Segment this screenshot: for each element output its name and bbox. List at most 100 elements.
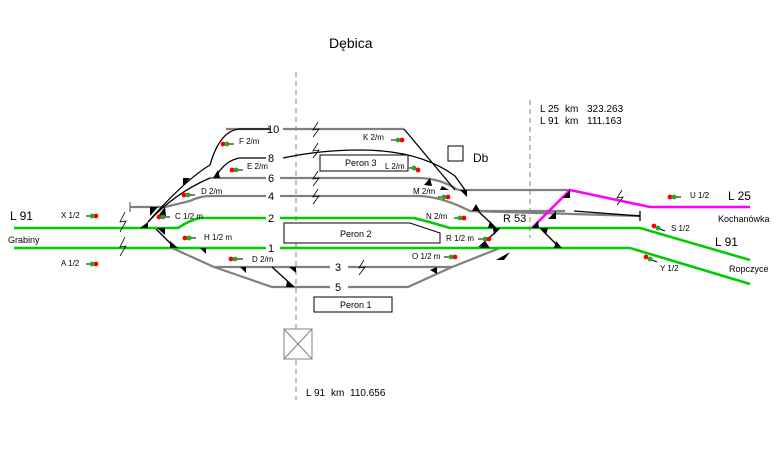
track-number-1: 1: [268, 243, 274, 255]
track-8-east-curve[interactable]: [282, 149, 466, 191]
track-number-3: 3: [335, 262, 341, 274]
track-2-right-l91[interactable]: [280, 216, 751, 262]
signal-label: E 2/m: [247, 162, 268, 171]
track-10-east-curve[interactable]: [403, 128, 456, 191]
track-number-6: 6: [268, 173, 274, 185]
signal-label: A 1/2: [61, 259, 80, 268]
signal-red-lamp-icon: [228, 256, 234, 262]
signal-r[interactable]: R 1/2 m: [446, 234, 492, 243]
signal-red-lamp-icon: [445, 194, 451, 200]
km-l25-value: 323.263: [587, 104, 624, 115]
signal-o[interactable]: O 1/2 m: [412, 252, 458, 261]
signal-s[interactable]: S 1/2: [651, 223, 691, 233]
signal-e[interactable]: E 2/m: [229, 162, 269, 173]
signal-label: L 2/m: [385, 162, 405, 171]
insulated-joint-icon: [312, 121, 320, 138]
signal-label: C 1/2 m: [175, 212, 203, 221]
signal-green-lamp-icon: [232, 256, 238, 262]
insulated-joint-icon: [119, 211, 127, 233]
frog-icon: [488, 221, 496, 228]
axis-kilometrage: L 91 km 110.656: [306, 388, 386, 399]
track-10-west-curve[interactable]: [147, 128, 270, 223]
signal-green-lamp-icon: [411, 165, 417, 171]
km-l91-line: L 91: [540, 116, 560, 127]
signal-l[interactable]: L 2/m: [385, 162, 421, 173]
signal-d-lower[interactable]: D 2/m: [228, 255, 274, 264]
signal-green-lamp-icon: [160, 214, 166, 220]
frog-icon: [563, 190, 570, 198]
track-6-right[interactable]: [280, 176, 459, 191]
frog-icon: [460, 190, 467, 197]
km-l91-value: 111.163: [587, 116, 622, 127]
signal-u[interactable]: U 1/2: [667, 191, 710, 200]
signal-x[interactable]: X 1/2: [61, 211, 99, 220]
km-axis-unit: km: [331, 388, 344, 399]
line-label-l25: L 25: [728, 189, 751, 203]
signal-green-lamp-icon: [671, 194, 677, 200]
track-number-5: 5: [335, 282, 341, 294]
destination-left: Grabiny: [8, 235, 40, 245]
insulated-joint-icon: [312, 170, 320, 187]
track-number-2: 2: [268, 213, 274, 225]
insulated-joint-icon: [616, 189, 624, 206]
track-1-right-l91[interactable]: [280, 246, 751, 286]
signal-label: S 1/2: [671, 224, 690, 233]
frog-icon: [150, 207, 158, 216]
signal-a[interactable]: A 1/2: [61, 259, 99, 268]
signal-f[interactable]: F 2/m: [220, 137, 260, 147]
track-4-left[interactable]: [164, 194, 266, 209]
signal-red-lamp-icon: [156, 214, 162, 220]
east-kilometrage: L 25 km 323.263 L 91 km 111.163: [540, 104, 624, 127]
building-icon: [447, 145, 464, 162]
signal-label: M 2/m: [413, 187, 436, 196]
building-label: Db: [473, 151, 489, 165]
insulated-joint-icon: [312, 142, 320, 159]
frog-icon: [183, 178, 190, 186]
insulated-joint-icon: [358, 259, 366, 276]
km-l91-unit: km: [565, 116, 578, 127]
frog-icon: [158, 207, 166, 216]
frog-icon: [200, 248, 206, 254]
crossover-3-5[interactable]: [271, 266, 295, 288]
frog-icon: [472, 204, 480, 211]
track-5-left[interactable]: [213, 265, 330, 289]
track-l25[interactable]: [531, 188, 750, 229]
line-label-left: L 91: [10, 209, 33, 223]
frog-icon: [289, 267, 296, 273]
line-label-l91-right: L 91: [715, 235, 738, 249]
frog-icon: [424, 178, 432, 186]
signal-k[interactable]: K 2/m: [363, 133, 405, 143]
platform-1-label: Peron 1: [340, 300, 372, 310]
frog-icon: [548, 211, 556, 219]
signal-y[interactable]: Y 1/2: [643, 254, 679, 273]
west-throat-curve[interactable]: [147, 177, 211, 223]
signal-label: N 2/m: [426, 212, 448, 221]
signal-green-lamp-icon: [441, 194, 447, 200]
signal-m[interactable]: M 2/m: [413, 187, 451, 200]
signal-label: D 2/m: [201, 187, 223, 196]
track-2-left[interactable]: [14, 216, 266, 230]
stub-track-east[interactable]: [573, 210, 641, 217]
track-3-left[interactable]: [171, 246, 330, 269]
signal-label: Y 1/2: [660, 264, 679, 273]
signal-h[interactable]: H 1/2 m: [182, 233, 233, 242]
signal-red-lamp-icon: [486, 236, 492, 242]
signal-label: D 2/m: [252, 255, 274, 264]
frog-icon: [430, 267, 437, 274]
signal-label: U 1/2: [690, 191, 710, 200]
destination-ropczyce: Ropczyce: [729, 264, 769, 274]
track-5-right[interactable]: [348, 265, 453, 289]
signal-green-lamp-icon: [655, 225, 661, 231]
signal-n[interactable]: N 2/m: [426, 212, 467, 221]
signal-d-west[interactable]: D 2/m: [181, 187, 223, 198]
signal-red-lamp-icon: [93, 213, 99, 219]
track-number-10: 10: [267, 124, 279, 136]
signal-red-lamp-icon: [667, 194, 673, 200]
frog-icon: [493, 228, 500, 235]
signal-red-lamp-icon: [229, 167, 235, 173]
signal-red-lamp-icon: [182, 235, 188, 241]
signal-c[interactable]: C 1/2 m: [156, 212, 204, 221]
signal-red-lamp-icon: [220, 141, 226, 147]
km-l25-unit: km: [565, 104, 578, 115]
track-4-right[interactable]: [280, 194, 641, 218]
